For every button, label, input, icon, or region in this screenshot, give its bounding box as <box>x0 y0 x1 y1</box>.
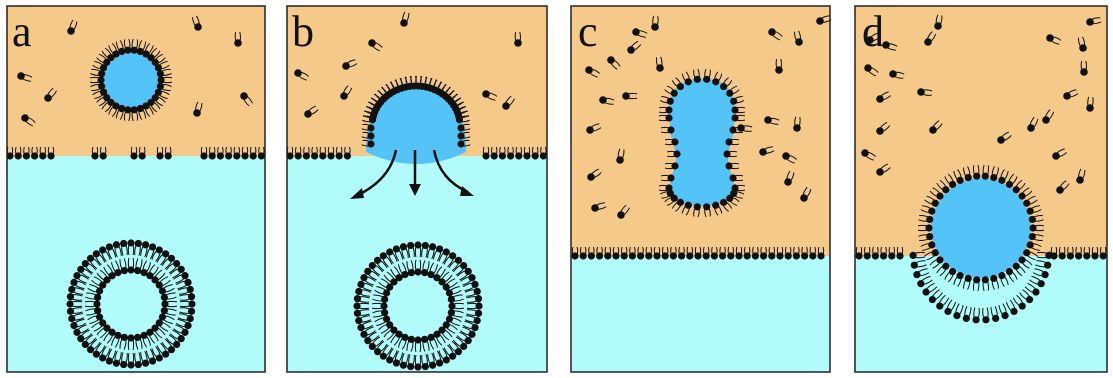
panel-label: c <box>578 7 598 56</box>
panel-label: a <box>12 7 32 56</box>
panel-label: b <box>292 7 314 56</box>
panel-b: b <box>286 6 547 372</box>
panel-d: d <box>855 6 1107 372</box>
panel-a: a <box>6 6 265 372</box>
water-phase <box>571 256 830 372</box>
panel-label: d <box>862 7 884 56</box>
panel-c: c <box>571 6 831 372</box>
droplet-core <box>670 79 734 206</box>
